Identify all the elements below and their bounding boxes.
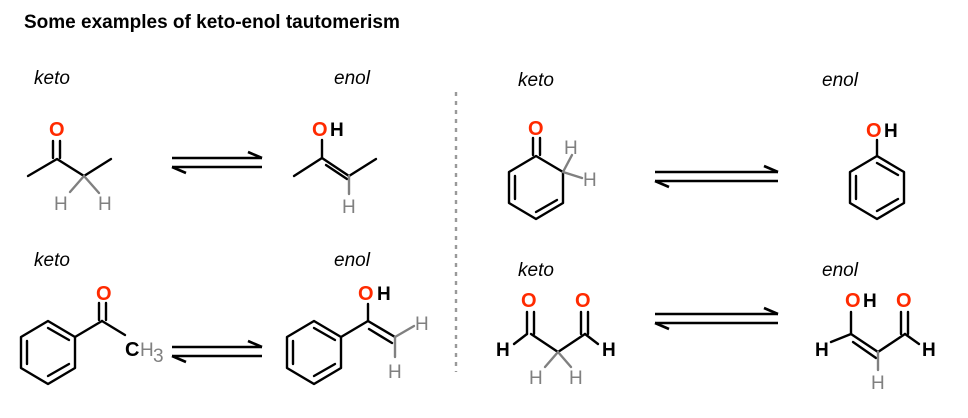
molecule-phenylethenol: O H H H	[285, 283, 429, 386]
hydrogen-atom: H	[377, 284, 391, 305]
oxygen-atom: O	[49, 119, 65, 141]
oxygen-atom: O	[866, 120, 882, 142]
molecule-acetophenone: O C H 3	[19, 283, 164, 386]
oxygen-atom: O	[358, 283, 374, 305]
hydrogen-atom: H	[564, 138, 578, 159]
label-enol-4: enol	[822, 260, 858, 281]
label-keto-2: keto	[34, 250, 70, 271]
hydrogen-atom: H	[863, 291, 877, 312]
subscript-3: 3	[153, 346, 164, 367]
hydrogen-atom: H	[388, 362, 402, 383]
molecule-butanone: O H H	[26, 119, 113, 215]
hydrogen-atom: H	[583, 170, 597, 191]
hydrogen-atom: H	[342, 197, 356, 218]
molecule-phenol: O H	[848, 120, 906, 221]
hydrogen-atom: H	[98, 194, 112, 215]
oxygen-atom: O	[521, 290, 537, 312]
equilibrium-arrow-4	[654, 306, 779, 331]
oxygen-atom: O	[528, 118, 544, 140]
hydrogen-atom: H	[529, 368, 543, 389]
hydrogen-atom: H	[884, 121, 898, 142]
equilibrium-arrow-2	[171, 339, 263, 364]
oxygen-atom: O	[896, 290, 912, 312]
hydrogen-atom: H	[815, 340, 829, 361]
page-title: Some examples of keto-enol tautomerism	[24, 12, 400, 33]
oxygen-atom: O	[575, 290, 591, 312]
oxygen-atom: O	[312, 119, 328, 141]
label-enol-3: enol	[822, 70, 858, 91]
molecule-malondialdehyde: O O H H H H	[496, 290, 616, 389]
label-enol-2: enol	[334, 250, 370, 271]
hydrogen-atom: H	[330, 120, 344, 141]
carbon-atom: C	[125, 339, 139, 361]
hydrogen-atom: H	[569, 368, 583, 389]
equilibrium-arrow-3	[654, 164, 779, 189]
oxygen-atom: O	[96, 283, 112, 305]
hydrogen-atom: H	[54, 194, 68, 215]
molecule-butenol: O H H	[292, 119, 378, 218]
molecule-malondialdehyde-enol: O H O H H H	[815, 290, 936, 394]
label-keto-3: keto	[518, 70, 554, 91]
label-keto-1: keto	[34, 68, 70, 89]
hydrogen-atom: H	[496, 340, 510, 361]
hydrogen-atom: H	[922, 340, 936, 361]
oxygen-atom: O	[845, 290, 861, 312]
hydrogen-atom: H	[415, 314, 429, 335]
hydrogen-atom: H	[602, 340, 616, 361]
label-keto-4: keto	[518, 260, 554, 281]
hydrogen-atom: H	[140, 340, 154, 361]
hydrogen-atom: H	[871, 373, 885, 394]
molecule-cyclohexadienone: O H H	[507, 118, 597, 221]
equilibrium-arrow-1	[171, 150, 263, 175]
label-enol-1: enol	[334, 68, 370, 89]
